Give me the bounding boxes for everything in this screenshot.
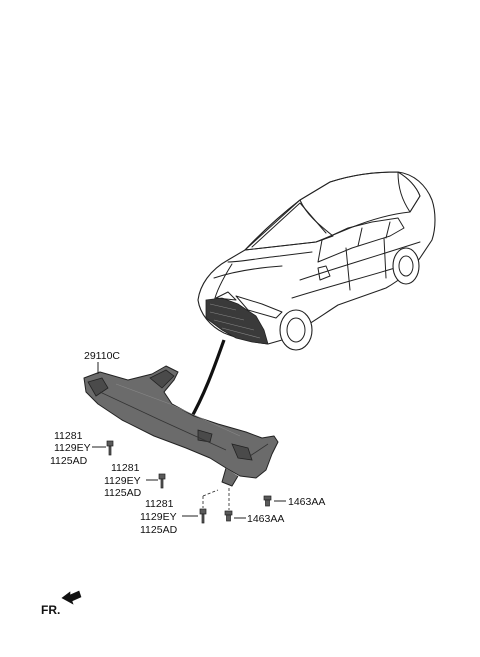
label-clip-center: 1463AA <box>247 513 284 525</box>
label-g1-1125AD: 1125AD <box>50 455 88 467</box>
label-g2-1129EY: 1129EY <box>104 475 141 487</box>
clip-icon <box>263 495 272 507</box>
car-illustration <box>197 171 436 351</box>
label-g1-1129EY: 1129EY <box>54 442 91 454</box>
bolt-icon <box>106 440 114 456</box>
label-g3-1125AD: 1125AD <box>140 524 178 536</box>
label-g3-1129EY: 1129EY <box>140 511 177 523</box>
label-cover: 29110C <box>84 350 120 362</box>
label-g2-11281: 11281 <box>111 462 140 474</box>
bolt-icon <box>158 473 166 489</box>
label-g3-11281: 11281 <box>145 498 174 510</box>
label-g1-11281: 11281 <box>54 430 83 442</box>
under-cover-part <box>83 365 279 487</box>
bolt-icon <box>199 508 207 524</box>
dashed-guide-g3 <box>202 489 219 497</box>
leader-curve <box>188 339 226 421</box>
front-arrow-icon <box>61 590 82 605</box>
label-g2-1125AD: 1125AD <box>104 487 142 499</box>
front-direction-label: FR. <box>41 603 60 617</box>
label-clip-right: 1463AA <box>288 496 325 508</box>
clip-icon <box>224 510 233 522</box>
